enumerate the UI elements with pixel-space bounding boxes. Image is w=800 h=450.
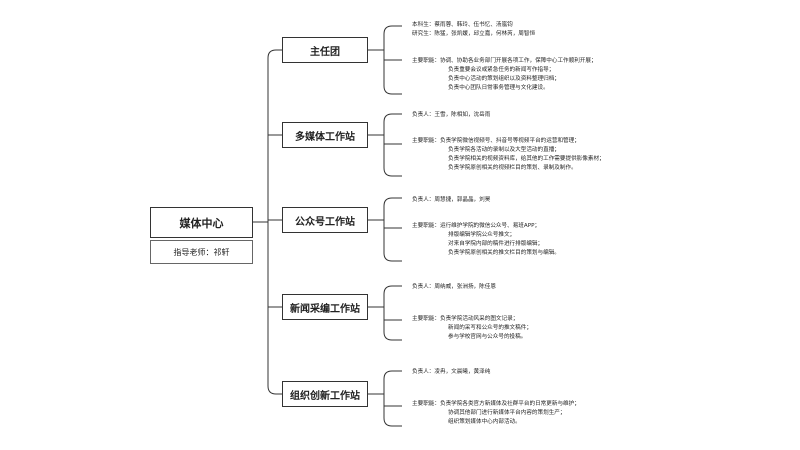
station-details-organization-innovation: 负责人：凌冉，文晨曦，黄泽纯 主要职能：负责学院各类官方新媒体及社群平台的日常更…: [412, 368, 580, 427]
detail-line: 组织策划媒体中心内部活动。: [448, 419, 521, 425]
detail-line: 参与学校官网与公众号的投稿。: [448, 334, 527, 340]
detail-line: 排版编辑学院公众号推文；: [448, 232, 516, 238]
station-title: 新闻采编工作站: [290, 303, 360, 315]
detail-line: 协调其他部门进行新媒体平台内容的策划生产；: [448, 410, 566, 416]
advisor-note: 指导老师：祁轩: [150, 240, 253, 264]
detail-line: 对来自学院内部的稿件进行排版编辑；: [448, 241, 544, 247]
detail-line: 主要职能：负责学院活动风采的图文记录；: [412, 316, 519, 322]
root-title: 媒体中心: [179, 216, 224, 230]
detail-spacer: [412, 292, 532, 315]
detail-line: 研究生：陈猛，张凯媛，邱立嘉，何林芮，周智恒: [412, 31, 536, 37]
station-node-organization-innovation[interactable]: 组织创新工作站: [282, 381, 368, 407]
root-node[interactable]: 媒体中心: [150, 207, 253, 238]
detail-line: 负责人：王雪，陈相如，沈岳雨: [412, 112, 491, 118]
detail-line: 负责人：凌冉，文晨曦，黄泽纯: [412, 369, 491, 375]
detail-line: 负责人：周纳威，张洲扬，陈佳恩: [412, 284, 496, 290]
station-details-multimedia: 负责人：王雪，陈相如，沈岳雨 主要职能：负责学院微信视频号、抖音号等视频平台的运…: [412, 111, 605, 173]
detail-line: 负责重要会议或紧急任务的新闻写作指导；: [448, 67, 555, 73]
detail-line: 主要职能：负责学院微信视频号、抖音号等视频平台的运营和管理；: [412, 138, 580, 144]
detail-line: 负责学院各活动的录制以及大型活动的直播；: [448, 147, 560, 153]
station-title: 主任团: [310, 46, 340, 58]
advisor-text: 指导老师：祁轩: [173, 247, 230, 257]
station-details-director-team: 本科生：蔡雨蓉、韩玲、伍书忆、汤嵐钧 研究生：陈猛，张凯媛，邱立嘉，何林芮，周智…: [412, 21, 597, 93]
detail-line: 负责人：周慧捷，郭晶晶，刘昊: [412, 197, 491, 203]
detail-line: 新闻的采写和公众号的推文稿件；: [448, 325, 532, 331]
detail-spacer: [412, 205, 560, 222]
station-node-news-editing[interactable]: 新闻采编工作站: [282, 294, 368, 320]
detail-line: 负责学院原创相关的视频栏目的策划、录制及制作。: [448, 165, 577, 171]
detail-line: 主要职能：负责学院各类官方新媒体及社群平台的日常更新与维护；: [412, 401, 580, 407]
station-details-news-editing: 负责人：周纳威，张洲扬，陈佳恩 主要职能：负责学院活动风采的图文记录； 新闻的采…: [412, 283, 532, 342]
station-node-official-account[interactable]: 公众号工作站: [282, 207, 368, 233]
station-title: 组织创新工作站: [290, 390, 360, 402]
station-title: 多媒体工作站: [295, 131, 355, 143]
station-node-director-team[interactable]: 主任团: [282, 37, 368, 63]
station-details-official-account: 负责人：周慧捷，郭晶晶，刘昊 主要职能：运行维护学院的微信公众号、易班APP； …: [412, 196, 560, 258]
detail-spacer: [412, 39, 597, 57]
detail-spacer: [412, 377, 580, 400]
detail-line: 主要职能：运行维护学院的微信公众号、易班APP；: [412, 223, 541, 229]
detail-line: 负责学院相关的视频资料库，给其他的工作需要提供影像素材；: [448, 156, 605, 162]
detail-spacer: [412, 120, 605, 137]
station-title: 公众号工作站: [295, 216, 355, 228]
station-node-multimedia[interactable]: 多媒体工作站: [282, 122, 368, 148]
detail-line: 本科生：蔡雨蓉、韩玲、伍书忆、汤嵐钧: [412, 22, 513, 28]
detail-line: 负责学院原创相关的推文栏目的策划与编辑。: [448, 250, 560, 256]
detail-line: 负责中心活动的策划组织以及资料整理归档；: [448, 76, 560, 82]
detail-line: 负责中心团队日常事务管理与文化建设。: [448, 85, 549, 91]
detail-line: 主要职能：协调、协助各业务部门开展各项工作，保障中心工作顺利开展；: [412, 58, 597, 64]
